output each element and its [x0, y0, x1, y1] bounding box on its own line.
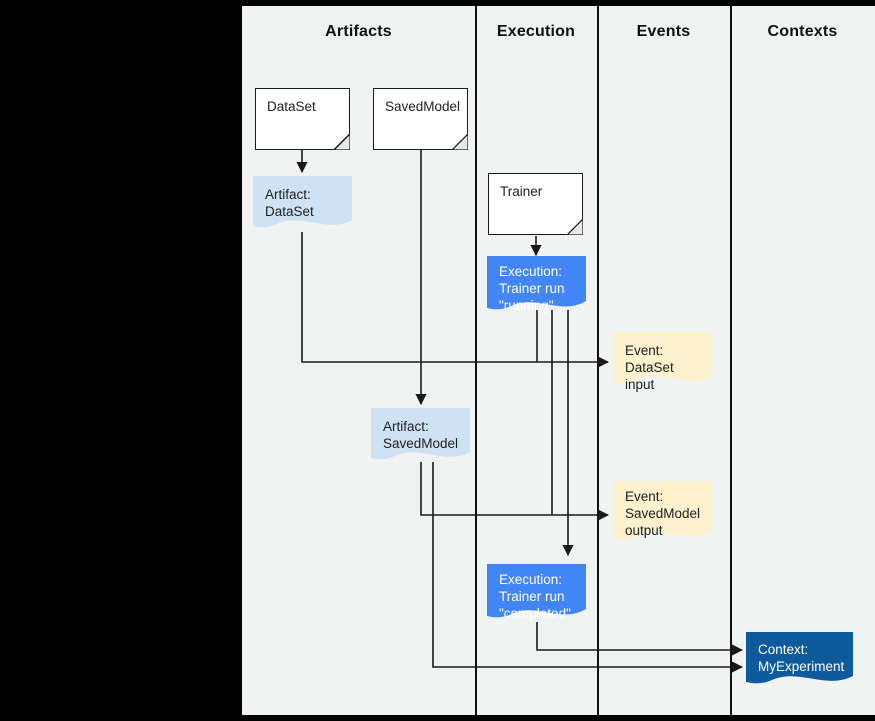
node-label: Execution: Trainer run "completed": [499, 572, 571, 621]
column-divider-events-contexts: [730, 6, 732, 715]
wavy-shape: [613, 481, 712, 540]
node-label: Execution: Trainer run "running": [499, 264, 565, 313]
column-header-execution: Execution: [496, 23, 576, 40]
column-divider-execution-events: [597, 6, 599, 715]
node-label: Artifact: SavedModel: [383, 419, 459, 451]
node-context-myexperiment[interactable]: Context: MyExperiment: [746, 632, 853, 690]
document-body: [488, 173, 583, 235]
node-artifact-dataset[interactable]: Artifact: DataSet: [253, 176, 352, 234]
node-execution-completed[interactable]: Execution: Trainer run "completed": [487, 564, 586, 624]
wavy-shape: [487, 256, 586, 310]
column-header-artifacts: Artifacts: [325, 23, 392, 40]
node-label: Trainer: [500, 184, 543, 199]
column-divider-artifacts-execution: [475, 6, 477, 715]
node-artifact-savedmodel[interactable]: Artifact: SavedModel: [371, 408, 470, 466]
node-event-savedmodel-output[interactable]: Event: SavedModel output: [613, 481, 712, 546]
node-event-dataset-input[interactable]: Event: DataSet input: [613, 332, 712, 392]
node-document-dataset[interactable]: DataSet: [255, 88, 350, 150]
node-label: Event: DataSet input: [625, 343, 674, 392]
document-body: [255, 88, 350, 150]
document-body: [373, 88, 468, 150]
page-fold-icon: [451, 133, 468, 150]
wavy-shape: [253, 176, 352, 228]
wavy-shape: [613, 332, 712, 384]
column-header-events: Events: [636, 23, 691, 40]
node-label: SavedModel: [385, 99, 461, 114]
node-label: Context: MyExperiment: [758, 642, 845, 674]
page-fold-icon: [566, 218, 583, 235]
wavy-shape: [746, 632, 853, 684]
node-label: Event: SavedModel output: [625, 489, 701, 538]
node-execution-running[interactable]: Execution: Trainer run "running": [487, 256, 586, 316]
node-label: Artifact: DataSet: [265, 187, 314, 219]
node-document-trainer[interactable]: Trainer: [488, 173, 583, 235]
column-header-contexts: Contexts: [767, 23, 838, 40]
page-fold-icon: [333, 133, 350, 150]
node-label: DataSet: [267, 99, 316, 114]
node-document-savedmodel[interactable]: SavedModel: [373, 88, 468, 150]
wavy-shape: [371, 408, 470, 460]
wavy-shape: [487, 564, 586, 618]
